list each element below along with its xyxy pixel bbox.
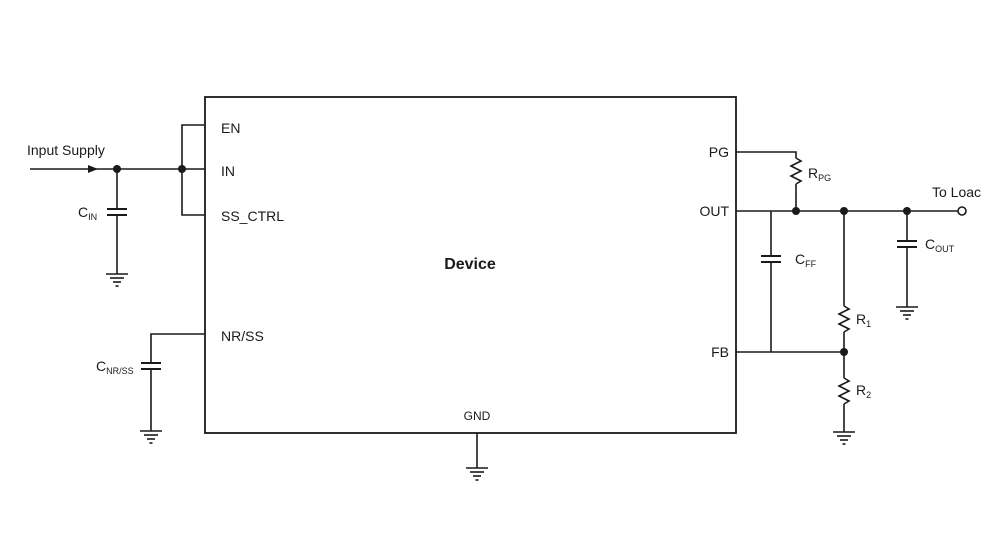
r2-ground-icon xyxy=(832,425,856,445)
r1-resistor-icon xyxy=(837,305,851,333)
rpg-resistor-icon xyxy=(789,157,803,185)
cout-ground-icon xyxy=(895,300,919,320)
pin-pg-label: PG xyxy=(709,144,729,160)
rpg-junction xyxy=(792,207,800,215)
cin-label: CIN xyxy=(78,204,97,222)
input-supply-label: Input Supply xyxy=(27,142,105,158)
cin-ground-icon xyxy=(105,267,129,287)
cout-label: COUT xyxy=(925,236,955,254)
pin-in-label: IN xyxy=(221,163,235,179)
nrss-wire xyxy=(150,333,205,363)
pin-nr-ss-label: NR/SS xyxy=(221,328,264,344)
cff-label: CFF xyxy=(795,251,817,269)
pin-en-label: EN xyxy=(221,120,240,136)
en-tie-wire xyxy=(181,124,205,216)
to-load-terminal xyxy=(957,206,967,216)
device-ground-icon xyxy=(465,461,489,481)
cnrss-label: CNR/SS xyxy=(96,358,134,376)
pin-gnd-label: GND xyxy=(464,409,491,423)
to-load-label: To Loac xyxy=(932,184,981,200)
pg-wire xyxy=(736,151,797,158)
pin-fb-label: FB xyxy=(711,344,729,360)
cnrss-ground-icon xyxy=(139,424,163,444)
r1-label: R1 xyxy=(856,311,871,329)
pin-ss-ctrl-label: SS_CTRL xyxy=(221,208,284,224)
input-arrow-icon xyxy=(88,165,98,173)
r2-label: R2 xyxy=(856,382,871,400)
rpg-label: RPG xyxy=(808,165,831,183)
device-title: Device xyxy=(444,256,496,273)
device-block xyxy=(204,96,737,434)
pin-out-label: OUT xyxy=(699,203,729,219)
r2-resistor-icon xyxy=(837,377,851,405)
